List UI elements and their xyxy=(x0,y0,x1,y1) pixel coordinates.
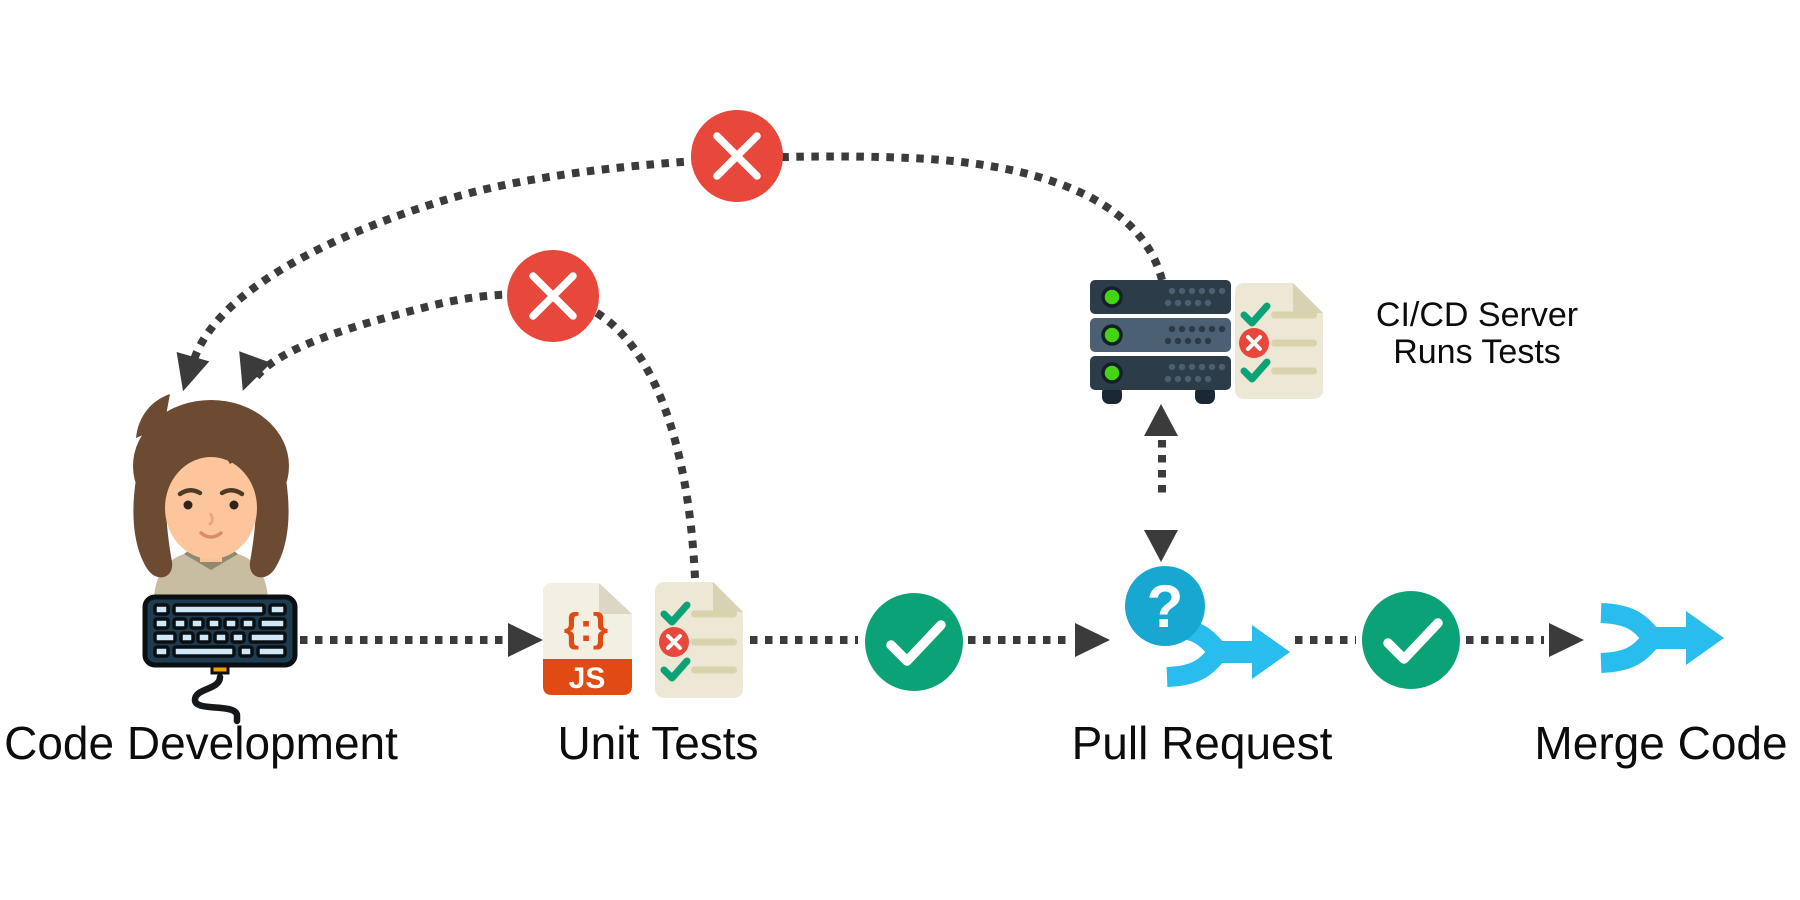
eye-left xyxy=(183,500,193,510)
label-cicd-line2: Runs Tests xyxy=(1393,333,1561,371)
server-led-3 xyxy=(1101,362,1123,384)
label-merge-code: Merge Code xyxy=(1534,717,1788,769)
arrowhead-to-unittests xyxy=(508,623,543,657)
fail-badge-server-return xyxy=(691,110,783,202)
keyboard-icon xyxy=(142,594,298,725)
return-curve-unittests-to-dev xyxy=(250,290,699,579)
shirt xyxy=(154,554,268,597)
arrowhead-to-mergecode xyxy=(1549,623,1584,657)
server-led-1 xyxy=(1101,286,1123,308)
arrowhead-up-to-server xyxy=(1144,404,1178,436)
fail-badge-unittests-return xyxy=(507,250,599,342)
check-circle-tests-pass xyxy=(865,593,963,691)
return-curve-server-to-dev xyxy=(187,152,1166,371)
keyboard-cable xyxy=(191,673,241,725)
merge-code-icon xyxy=(1601,611,1724,665)
nose xyxy=(208,512,214,526)
js-braces-symbol: {:} xyxy=(564,606,608,650)
hair-spike xyxy=(136,394,170,438)
arrowhead-unittests-return-to-dev xyxy=(239,351,272,391)
face xyxy=(165,457,257,559)
hair-lock-right xyxy=(249,468,289,578)
arrowhead-to-pullrequest xyxy=(1075,623,1110,657)
arrowhead-server-return-to-dev xyxy=(176,352,210,392)
cicd-server-icon xyxy=(1090,280,1231,404)
server-test-results-icon xyxy=(1235,283,1323,399)
label-code-development: Code Development xyxy=(4,717,398,769)
pull-request-icon: ? xyxy=(1125,566,1290,679)
js-file-icon: {:} JS xyxy=(543,583,632,695)
server-led-2 xyxy=(1101,324,1123,346)
question-mark: ? xyxy=(1147,573,1184,640)
eye-right xyxy=(229,500,239,510)
unit-test-results-icon xyxy=(655,582,743,698)
flow-connectors xyxy=(176,152,1584,657)
hair-lock-left xyxy=(133,468,173,578)
label-pull-request: Pull Request xyxy=(1071,717,1333,769)
eyebrow-right xyxy=(219,488,245,497)
label-unit-tests: Unit Tests xyxy=(557,717,759,769)
check-circle-review-pass xyxy=(1362,591,1460,689)
label-cicd-server-runs-tests: CI/CD Server Runs Tests xyxy=(1376,297,1578,371)
js-badge-label: JS xyxy=(569,662,606,695)
mouth xyxy=(199,531,223,539)
label-cicd-line1: CI/CD Server xyxy=(1375,296,1579,334)
question-circle xyxy=(1125,566,1205,646)
eyebrow-left xyxy=(177,488,203,497)
bangs xyxy=(164,428,258,490)
server-vent-dots xyxy=(1164,287,1226,383)
developer-avatar xyxy=(133,394,289,597)
arrowhead-down-to-pullrequest xyxy=(1144,530,1178,562)
